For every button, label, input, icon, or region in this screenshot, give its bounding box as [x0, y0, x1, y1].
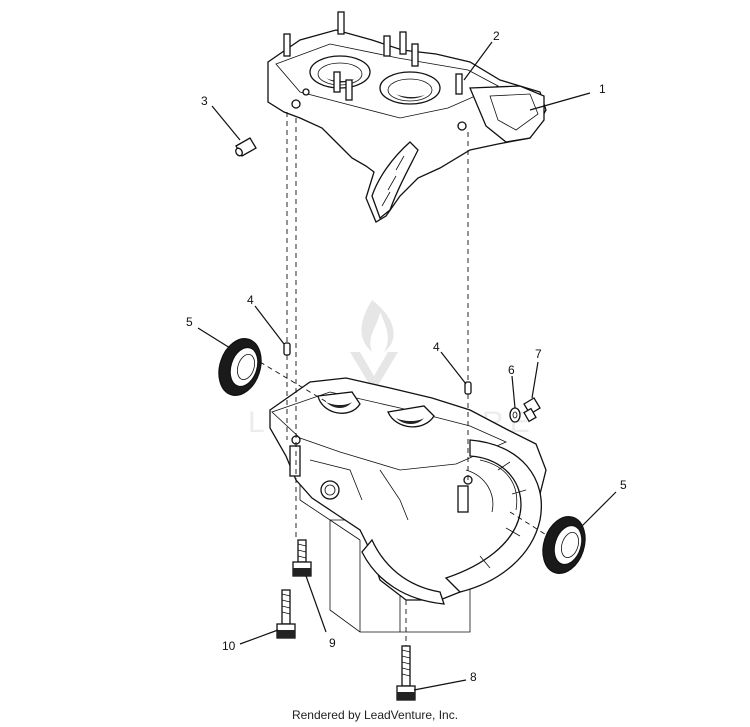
stud-group: [283, 11, 463, 101]
leader-lines: [197, 41, 617, 691]
plug-bolt-7: [523, 397, 541, 423]
upper-crankcase: [267, 11, 547, 223]
callout-5-left: 5: [186, 315, 193, 329]
bolt-8: [396, 645, 416, 701]
footer-credit: Rendered by LeadVenture, Inc.: [291, 708, 459, 722]
bolt-9: [292, 539, 312, 577]
oil-seal-5-right: [542, 516, 586, 574]
lower-crankcase: [269, 377, 547, 633]
callout-10: 10: [222, 639, 236, 653]
callout-4-left: 4: [247, 293, 254, 307]
callout-1: 1: [599, 82, 606, 96]
bolt-10: [276, 589, 296, 639]
oil-seal-5-left: [218, 338, 262, 396]
callout-5-right: 5: [620, 478, 627, 492]
callout-2: 2: [493, 29, 500, 43]
callout-7: 7: [535, 347, 542, 361]
alignment-lines: [259, 112, 549, 646]
callout-3: 3: [201, 94, 208, 108]
callout-8: 8: [470, 670, 477, 684]
callout-labels: 1 2 3 4 4 5 5 6 7 8 9 10: [186, 29, 627, 684]
callout-4-right: 4: [433, 340, 440, 354]
dowel-pin-3: [235, 137, 257, 157]
dowel-pin-4-left: [283, 342, 291, 356]
callout-9: 9: [329, 636, 336, 650]
washer-6: [509, 407, 521, 423]
callout-6: 6: [508, 363, 515, 377]
